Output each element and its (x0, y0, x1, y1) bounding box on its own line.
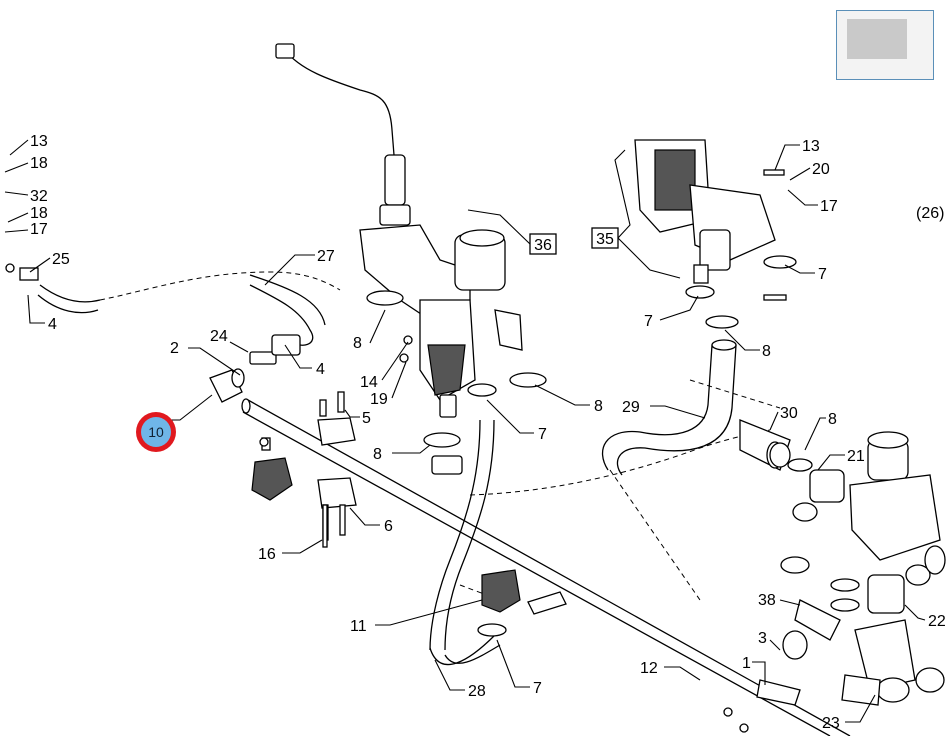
callout-25: 25 (52, 251, 70, 268)
screws (5, 263, 749, 733)
hotspot-callout-10[interactable]: 10 (136, 412, 176, 452)
callout-labels: 13 18 32 18 17 25 4 27 2 24 4 5 8 14 19 … (30, 133, 946, 732)
callout-18-left-top: 18 (30, 155, 48, 172)
callout-18-left: 18 (30, 205, 48, 222)
leader-lines (4, 139, 926, 723)
thumbnail-image (847, 19, 907, 59)
elbow-fitting (209, 334, 301, 403)
callout-29: 29 (622, 399, 640, 416)
pump-assembly (739, 419, 946, 706)
callout-11: 11 (350, 618, 367, 635)
callout-6: 6 (384, 518, 393, 535)
callout-38: 38 (758, 592, 776, 609)
callout-30: 30 (780, 405, 798, 422)
callout-3: 3 (758, 630, 767, 647)
callout-16: 16 (258, 546, 276, 563)
boxed-ref-36-label: 36 (534, 237, 552, 254)
callout-22: 22 (928, 613, 946, 630)
boxed-ref-35: 35 (591, 149, 681, 279)
callout-20: 20 (812, 161, 830, 178)
hose-29 (601, 339, 737, 476)
callout-8-valve-right: 8 (594, 398, 603, 415)
callout-28: 28 (468, 683, 486, 700)
boxed-ref-35-label: 35 (596, 231, 614, 248)
bracket-11 (477, 569, 567, 637)
callout-24: 24 (210, 328, 228, 345)
boxed-ref-36: 36 (467, 209, 557, 255)
callout-7-valve: 7 (538, 426, 547, 443)
callout-12: 12 (640, 660, 658, 677)
callout-7-bottom: 7 (533, 680, 542, 697)
callout-27: 27 (317, 248, 335, 265)
callout-19: 19 (370, 391, 388, 408)
callout-21: 21 (847, 448, 865, 465)
callout-26: (26) (916, 205, 944, 222)
callout-1: 1 (742, 655, 751, 672)
hose-27 (249, 274, 326, 346)
callout-8-right: 8 (762, 343, 771, 360)
overview-thumbnail[interactable] (836, 10, 934, 80)
callout-2: 2 (170, 340, 179, 357)
callout-13-left: 13 (30, 133, 48, 150)
callout-7-right-top: 7 (818, 266, 827, 283)
hotspot-label: 10 (141, 417, 171, 447)
callout-17-left: 17 (30, 221, 48, 238)
callout-8-valve-bottom: 8 (373, 446, 382, 463)
callout-14: 14 (360, 374, 378, 391)
hose-28 (429, 634, 501, 666)
callout-8-valve-left: 8 (353, 335, 362, 352)
central-valve-assembly (275, 43, 547, 448)
callout-4-left: 4 (48, 316, 57, 333)
callout-32: 32 (30, 188, 48, 205)
callout-8-pump: 8 (828, 411, 837, 428)
long-pipe (241, 398, 851, 736)
control-box-35 (634, 139, 797, 329)
callout-13-right: 13 (802, 138, 820, 155)
callout-4-mid: 4 (316, 361, 325, 378)
callout-17-right: 17 (820, 198, 838, 215)
bracket-16 (251, 437, 328, 548)
hose-left (37, 284, 101, 314)
callout-23: 23 (822, 715, 840, 732)
callout-5: 5 (362, 410, 371, 427)
down-hose (429, 419, 495, 651)
callout-7-right: 7 (644, 313, 653, 330)
